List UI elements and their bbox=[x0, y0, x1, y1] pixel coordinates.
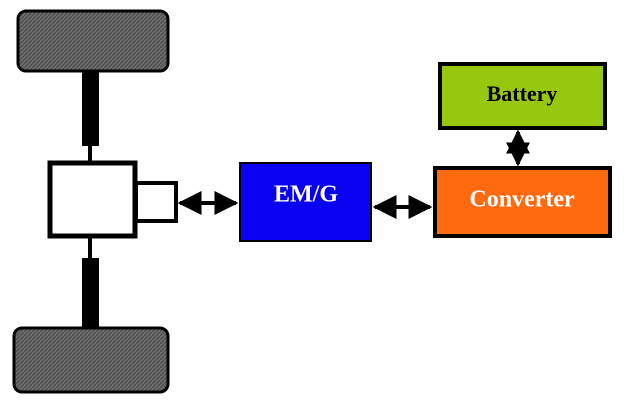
battery-label: Battery bbox=[487, 81, 558, 106]
top-axle-shaft bbox=[82, 71, 99, 146]
converter-block: Converter bbox=[433, 166, 612, 238]
gearbox-box bbox=[47, 160, 138, 239]
gearbox-output-box bbox=[134, 181, 178, 223]
bottom-axle-shaft bbox=[82, 258, 99, 330]
top-axle-stub bbox=[88, 146, 92, 163]
em-g-block: EM/G bbox=[239, 162, 372, 242]
top-wheel bbox=[16, 9, 170, 73]
battery-block: Battery bbox=[438, 62, 607, 130]
em-g-label: EM/G bbox=[274, 182, 338, 208]
bottom-axle-stub bbox=[88, 236, 92, 258]
bottom-wheel bbox=[12, 326, 170, 394]
converter-label: Converter bbox=[469, 187, 575, 213]
